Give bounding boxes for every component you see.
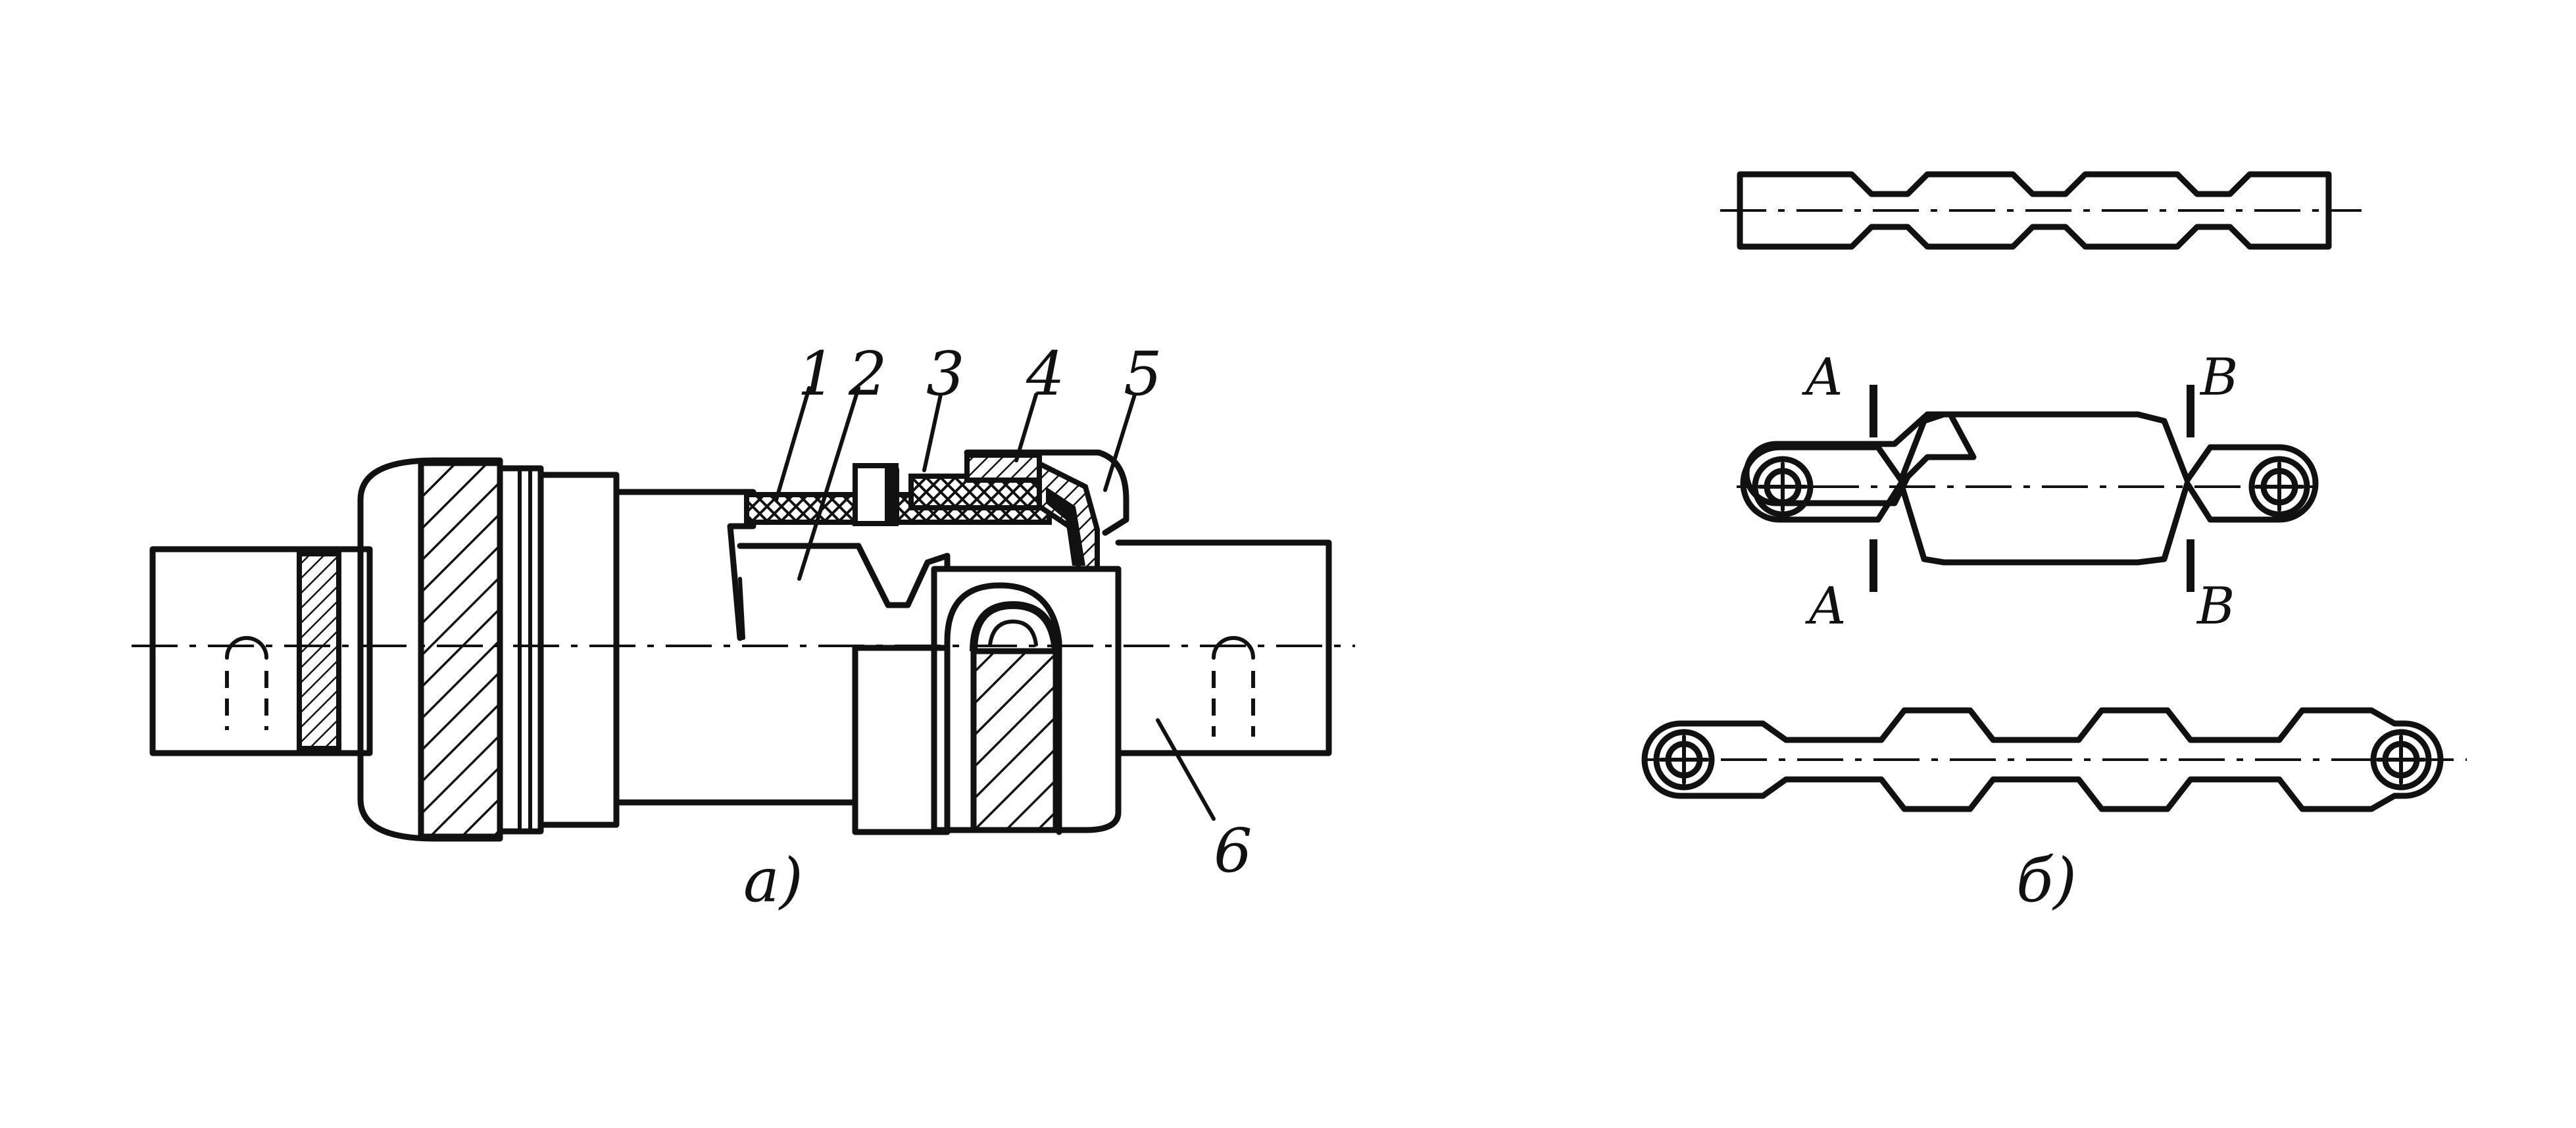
link-strip-top [1720, 171, 2362, 250]
view-a-assembly: 1 2 3 4 5 6 а) [132, 339, 1355, 916]
part-label-3: 3 [926, 339, 965, 409]
seal-stack [744, 449, 1129, 572]
view-b-links: A A B B б) [1641, 171, 2467, 916]
part-number-labels: 1 2 3 4 5 6 [797, 339, 1252, 886]
link-middle: A A B B [1737, 348, 2329, 636]
part-label-1: 1 [797, 339, 836, 409]
section-label-b-bottom: B [2196, 577, 2235, 636]
view-a-caption: а) [743, 845, 803, 916]
right-sleeve [852, 566, 1122, 835]
left-shaft [149, 546, 373, 756]
view-b-caption: б) [2016, 845, 2077, 916]
coupling-hub [357, 457, 620, 842]
part-label-5: 5 [1124, 339, 1162, 409]
leader-lines [774, 386, 1216, 821]
section-label-b-top: B [2199, 348, 2238, 407]
part-label-4: 4 [1026, 339, 1065, 409]
part-label-6: 6 [1214, 816, 1252, 886]
section-label-a-bottom: A [1805, 577, 1846, 636]
right-shaft [1115, 539, 1332, 756]
link-strip-bottom [1641, 707, 2467, 812]
section-label-a-top: A [1802, 348, 1843, 407]
part-label-2: 2 [848, 339, 887, 409]
